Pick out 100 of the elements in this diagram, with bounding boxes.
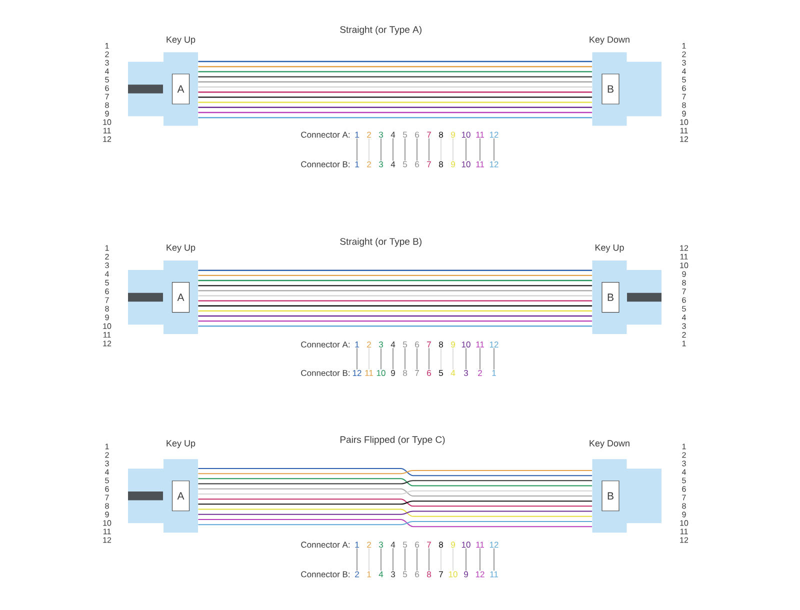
key-box: B — [602, 282, 620, 313]
fiber-number: 7 — [105, 94, 109, 100]
pin-number: 1 — [492, 370, 496, 376]
pin-number: 8 — [439, 341, 443, 348]
fiber-line — [198, 305, 592, 306]
fiber-line — [198, 102, 592, 103]
pin-number: 7 — [427, 161, 431, 168]
pin-number: 9 — [451, 341, 455, 348]
fiber-number: 4 — [104, 469, 109, 475]
fiber-number: 12 — [103, 537, 112, 543]
fiber-number: 7 — [682, 288, 686, 294]
mapping-line — [392, 138, 394, 162]
pin-number: 6 — [415, 571, 419, 578]
key-label: Key Up — [595, 244, 624, 253]
fiber-line — [198, 468, 593, 476]
fiber-number: 10 — [680, 520, 688, 526]
pin-number: 8 — [403, 370, 407, 376]
pin-number: 12 — [476, 571, 484, 578]
fiber-number: 8 — [682, 280, 686, 286]
key-label: Key Down — [590, 36, 630, 45]
pin-number: 4 — [378, 571, 384, 578]
fiber-number: 2 — [682, 51, 686, 58]
pin-number: 3 — [378, 161, 383, 168]
fiber-line — [198, 520, 593, 526]
pin-number: 6 — [415, 132, 419, 138]
pin-number: 11 — [476, 132, 484, 138]
fiber-number: 9 — [682, 271, 686, 277]
fiber-number: 1 — [105, 245, 109, 251]
fiber-line — [198, 490, 593, 494]
fiber-number: 6 — [105, 486, 109, 492]
fiber-number: 11 — [680, 528, 688, 534]
fiber-number: 5 — [682, 76, 686, 82]
fiber-number: 3 — [682, 60, 686, 66]
fiber-number: 3 — [105, 460, 109, 466]
mapping-line — [428, 348, 430, 370]
fiber-number: 8 — [682, 102, 686, 108]
mapping-line — [356, 548, 358, 571]
fiber-line — [198, 92, 592, 93]
pin-number: 10 — [376, 370, 386, 376]
fiber-number: 8 — [105, 102, 109, 108]
pin-number: 10 — [448, 571, 458, 578]
pin-number: 2 — [478, 370, 482, 376]
pin-number: 6 — [427, 370, 431, 376]
pin-number: 6 — [415, 341, 419, 348]
mapping-line — [440, 548, 442, 571]
pin-number: 3 — [378, 341, 383, 348]
fiber-number: 1 — [105, 43, 109, 49]
pin-number: 4 — [390, 542, 396, 548]
panel-title: Straight (or Type A) — [340, 26, 422, 35]
key-box: A — [172, 282, 190, 313]
pin-number: 12 — [490, 542, 498, 548]
pin-number: 1 — [355, 542, 359, 548]
pin-number: 12 — [352, 370, 362, 376]
pin-number: 2 — [367, 542, 371, 548]
fiber-line — [198, 518, 593, 528]
mapping-line — [380, 138, 382, 161]
mapping-line — [440, 348, 442, 370]
fiber-line — [198, 81, 592, 82]
fiber-line — [198, 117, 592, 118]
fiber-number: 11 — [680, 254, 688, 260]
mapping-line — [416, 348, 418, 370]
fiber-line — [198, 478, 593, 486]
fiber-number: 1 — [682, 444, 686, 450]
pin-number: 7 — [427, 342, 431, 348]
pin-number: 2 — [355, 571, 359, 578]
mapping-line — [380, 548, 382, 571]
pin-number: 10 — [462, 132, 470, 138]
fiber-line — [198, 71, 592, 72]
mapping-line — [416, 138, 418, 161]
fiber-number: 10 — [103, 520, 112, 526]
fiber-number: 12 — [680, 245, 688, 251]
pin-number: 8 — [439, 542, 443, 548]
fiber-number: 2 — [682, 332, 686, 338]
pin-number: 5 — [402, 161, 408, 168]
pin-number: 10 — [462, 542, 470, 548]
fiber-number: 10 — [680, 119, 688, 125]
fiber-line — [198, 66, 592, 68]
fiber-line — [198, 280, 592, 282]
pin-number: 8 — [427, 571, 431, 578]
fiber-line — [198, 96, 592, 98]
mapping-line — [356, 348, 358, 370]
pin-number: 5 — [402, 132, 408, 138]
key-label: Key Up — [166, 244, 196, 253]
fiber-line — [198, 326, 592, 327]
key-label: Key Up — [166, 36, 196, 45]
pin-number: 2 — [367, 132, 371, 138]
pin-number: 6 — [415, 161, 419, 168]
mapping-line — [452, 548, 454, 571]
fiber-line — [198, 498, 593, 507]
fiber-line — [198, 274, 592, 276]
fiber-number: 2 — [105, 452, 109, 458]
fiber-number: 5 — [105, 76, 109, 82]
fiber-number: 11 — [103, 128, 111, 134]
fiber-number: 9 — [105, 110, 109, 116]
mapping-line — [440, 138, 442, 161]
pin-number: 7 — [427, 542, 431, 548]
fiber-line — [198, 470, 593, 474]
mapping-line — [368, 138, 370, 161]
fiber-number: 8 — [682, 503, 686, 509]
fiber-number: 2 — [682, 452, 686, 458]
